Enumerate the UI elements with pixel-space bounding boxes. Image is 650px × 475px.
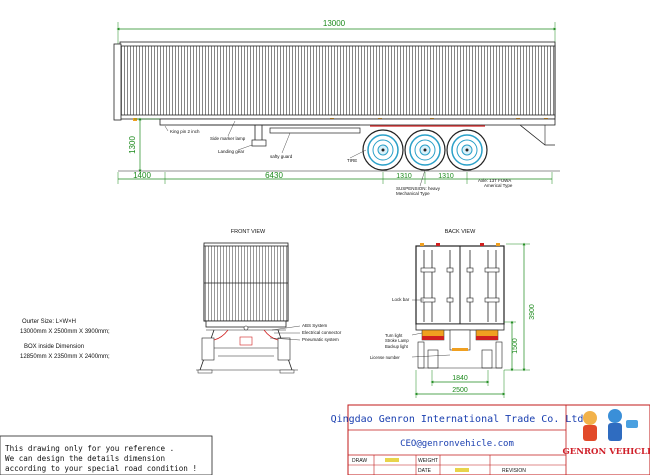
label-landing-gear: Landing gear bbox=[218, 149, 245, 154]
label-suspension: SUSPENSION: heavy bbox=[396, 186, 441, 191]
label-turn-light: Turn light bbox=[385, 333, 403, 338]
label-axle: Axle: 13T FUWA bbox=[478, 178, 511, 183]
disclaimer-line-1: This drawing only for you reference . bbox=[5, 444, 174, 453]
outer-size-label: Ourter Size: L×W×H bbox=[22, 319, 76, 325]
company-name: Qingdao Genron International Trade Co. L… bbox=[331, 414, 584, 425]
inner-size-label: BOX inside Dimension bbox=[24, 344, 84, 350]
logo-text: GENRON VEHICLE bbox=[562, 447, 650, 457]
front-view: FRONT VIEW ABS System Electrical connect… bbox=[196, 229, 342, 374]
disclaimer-box: This drawing only for you reference . We… bbox=[0, 435, 213, 475]
back-view: BACK VIEW bbox=[370, 229, 536, 398]
dim-rear-height: 3900 bbox=[529, 304, 536, 320]
inner-size-value: 12850mm X 2350mm X 2400mm; bbox=[20, 354, 110, 360]
dim-overall-length: 13000 bbox=[323, 19, 346, 28]
outer-size-value: 13000mm X 2500mm X 3900mm; bbox=[20, 329, 110, 335]
back-view-title: BACK VIEW bbox=[445, 229, 476, 235]
field-weight: WEIGHT bbox=[418, 458, 438, 464]
lock-bars bbox=[423, 250, 497, 322]
dim-axle-spacing-2: 1310 bbox=[438, 173, 454, 180]
label-stroke-lamp: Stroke Lamp bbox=[385, 338, 409, 343]
dim-kingpin-axle: 6430 bbox=[265, 171, 283, 180]
company-email: CEO@genronvehicle.com bbox=[400, 439, 514, 449]
title-block: Qingdao Genron International Trade Co. L… bbox=[331, 404, 650, 475]
label-license-number: License number bbox=[370, 355, 400, 360]
label-pneumatic-system: Pneumatic system bbox=[302, 337, 339, 342]
disclaimer-line-3: according to your special road condition… bbox=[5, 464, 197, 473]
dim-front-overhang: 1400 bbox=[133, 171, 151, 180]
label-backup-light: Backup light bbox=[385, 344, 409, 349]
label-electrical-connector: Electrical connector bbox=[302, 330, 342, 335]
safety-guard-bar bbox=[269, 127, 361, 134]
license-plate bbox=[449, 329, 471, 351]
spec-notes: Ourter Size: L×W×H 13000mm X 2500mm X 39… bbox=[20, 319, 110, 360]
front-view-title: FRONT VIEW bbox=[231, 229, 266, 235]
label-safety-guard: safty guard bbox=[270, 154, 293, 159]
container-box bbox=[119, 44, 556, 118]
field-date: DATE bbox=[418, 468, 432, 474]
dim-overall-width: 2500 bbox=[452, 387, 468, 394]
dim-axle-spacing-1: 1310 bbox=[396, 173, 412, 180]
label-tire: TIRE bbox=[347, 158, 357, 163]
field-draw: DRAW bbox=[352, 458, 367, 464]
label-axle-type: Americal Type bbox=[484, 183, 513, 188]
label-king-pin: King pin 2 inch bbox=[170, 129, 200, 134]
label-side-marker: Side marker lamp bbox=[210, 136, 246, 141]
label-lock-bar: Lock bar bbox=[392, 297, 410, 302]
tire-group bbox=[362, 129, 488, 171]
landing-gear bbox=[251, 139, 267, 147]
dim-height-side: 1300 bbox=[128, 136, 137, 154]
label-abs-system: ABS System bbox=[302, 323, 328, 328]
dim-rear-lower-height: 1500 bbox=[512, 338, 519, 354]
label-suspension-type: Mechanical Type bbox=[396, 191, 430, 196]
dim-track-width: 1840 bbox=[452, 375, 468, 382]
disclaimer-line-2: We can design the details dimension bbox=[5, 454, 165, 463]
side-view: 13000 bbox=[113, 19, 560, 196]
genron-logo: GENRON VEHICLE bbox=[562, 409, 650, 457]
field-revision: REVISION bbox=[502, 468, 526, 474]
